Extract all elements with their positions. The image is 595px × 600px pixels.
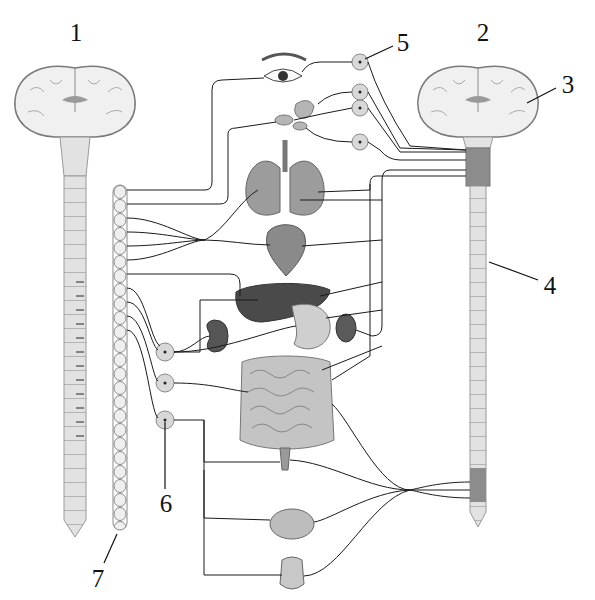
callout-number: 4 (544, 273, 557, 298)
brain-right (418, 66, 538, 186)
callout-number: 5 (397, 30, 410, 55)
callout-number: 6 (160, 491, 173, 516)
nerve-lines (127, 62, 470, 576)
spinal-cord-left (64, 176, 86, 537)
leader-lines (104, 46, 556, 563)
sympathetic-chain (113, 185, 127, 530)
segment-ticks (76, 282, 84, 436)
brain-left (15, 66, 135, 176)
callout-number: 7 (92, 566, 105, 591)
organs (207, 54, 356, 589)
callout-number: 3 (562, 72, 575, 97)
callout-number: 2 (477, 20, 490, 45)
spinal-cord-right (470, 186, 486, 527)
callout-number: 1 (70, 20, 83, 45)
sacral-region (470, 468, 486, 502)
